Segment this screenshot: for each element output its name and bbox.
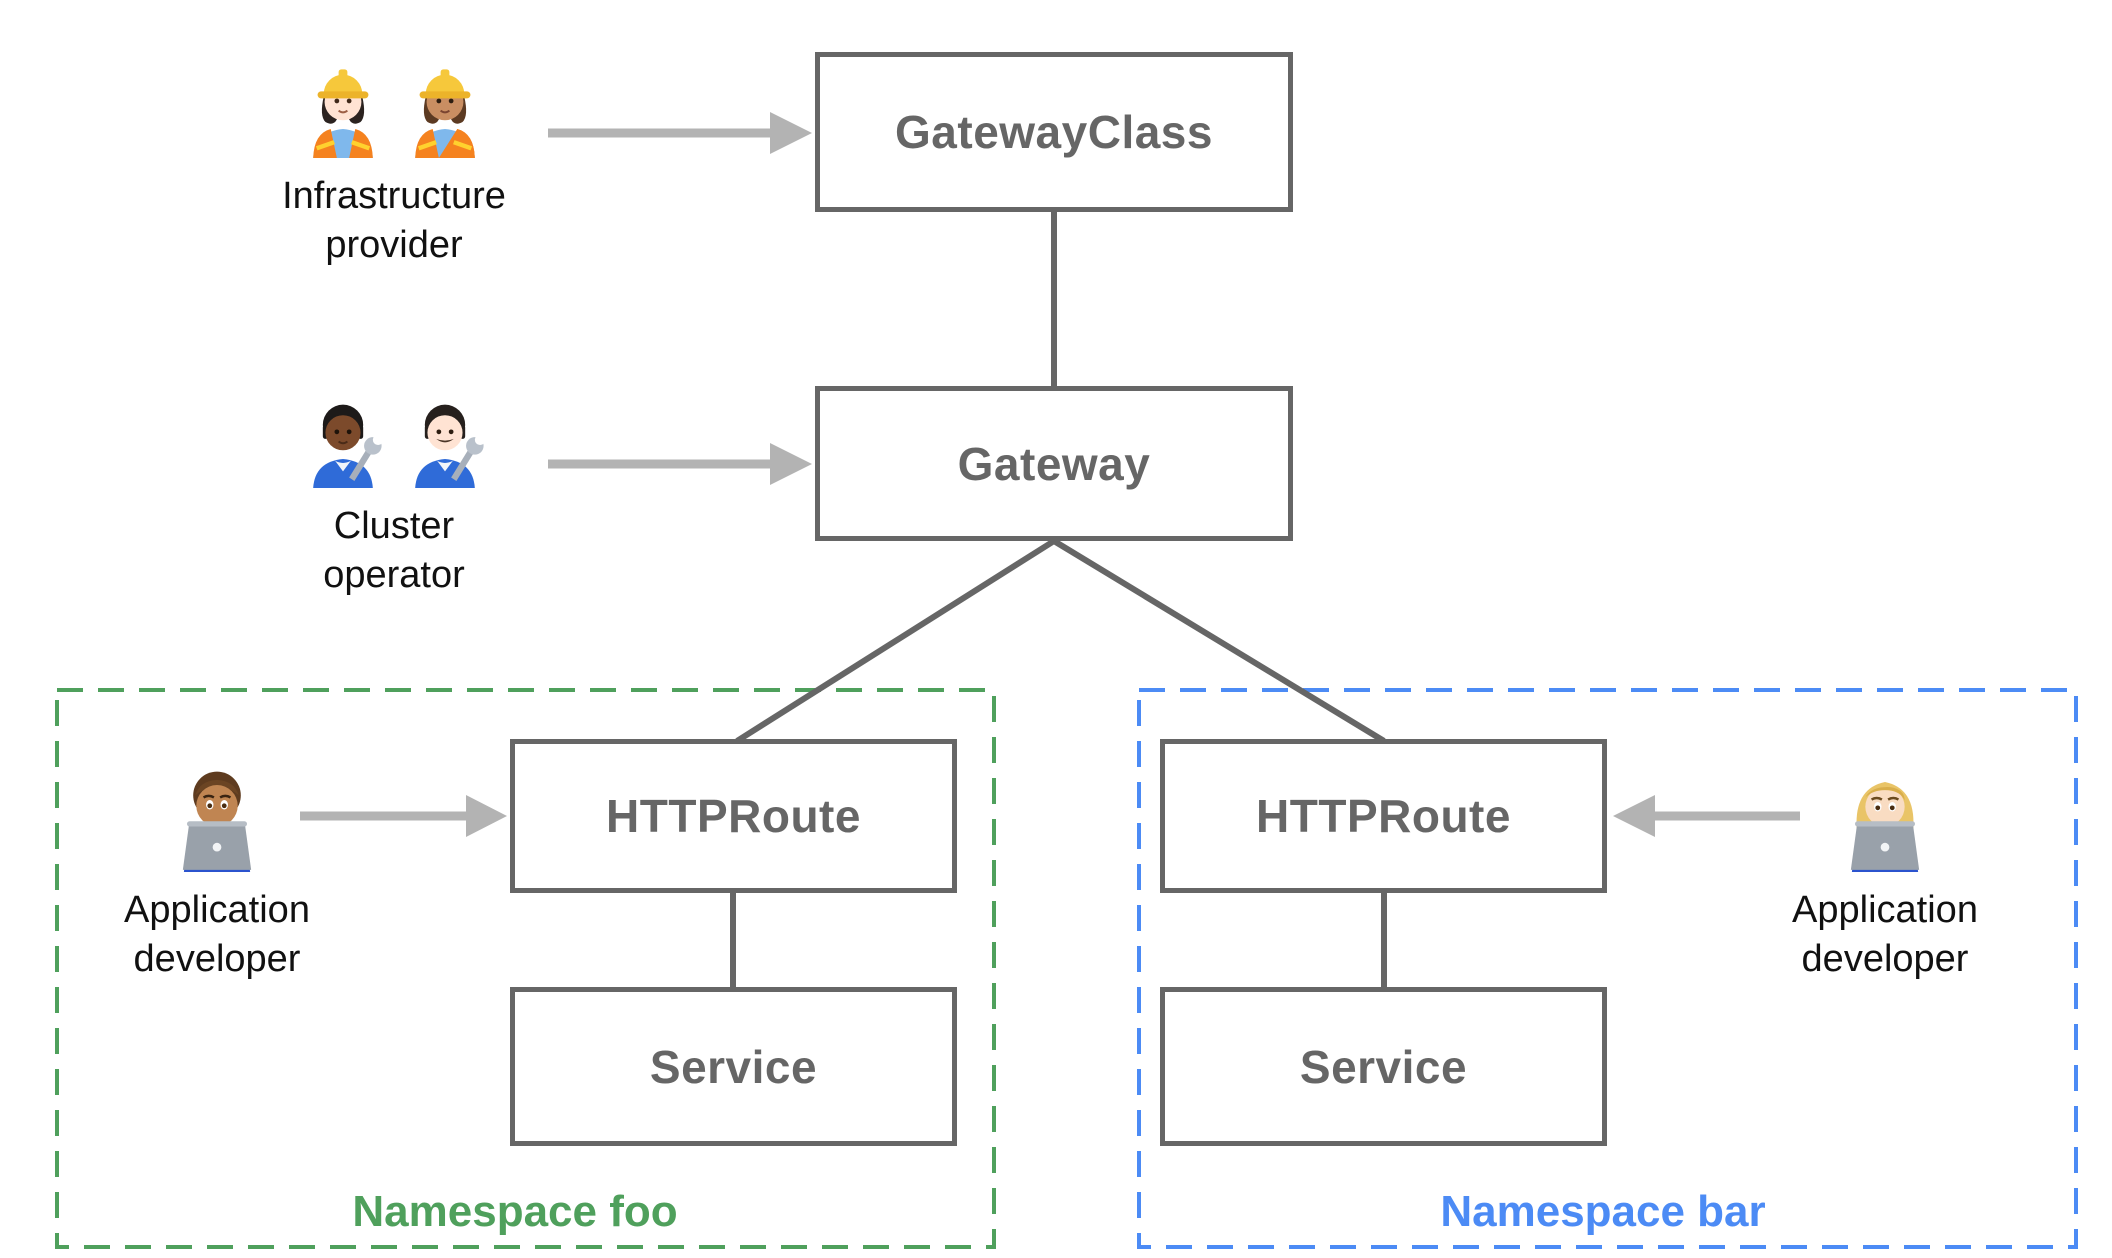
node-service-bar-label: Service — [1299, 1040, 1468, 1093]
persona-dev-foo-label-line2: developer — [133, 938, 301, 980]
node-httproute-bar: HTTPRoute — [1160, 739, 1607, 893]
node-service-foo: Service — [510, 987, 957, 1146]
namespace-foo-label: Namespace foo — [352, 1187, 678, 1236]
namespace-foo-boundary — [55, 688, 996, 1249]
persona-dev-foo-label-line1: Application — [124, 889, 310, 931]
mechanic-dark-skin-icon — [313, 404, 384, 488]
node-gateway-label: Gateway — [957, 437, 1151, 490]
woman-technologist-icon — [1850, 781, 1920, 872]
man-technologist-icon — [182, 771, 252, 872]
woman-construction-worker-light-skin-icon — [313, 69, 373, 158]
arrow-cluster-operator-to-gateway — [548, 443, 812, 485]
node-httproute-foo: HTTPRoute — [510, 739, 957, 893]
persona-application-developer-bar: Application developer — [1780, 754, 1990, 984]
persona-cluster-label-line1: Cluster — [333, 505, 455, 547]
node-httproute-bar-label: HTTPRoute — [1256, 790, 1511, 842]
persona-application-developer-foo: Application developer — [112, 754, 322, 984]
node-service-foo-label: Service — [649, 1040, 818, 1093]
edge-gateway-httproute-foo — [735, 538, 1056, 744]
woman-construction-worker-medium-skin-icon — [415, 69, 475, 158]
arrow-application-developer-to-httproute-foo — [300, 795, 507, 837]
persona-infra-label-line2: provider — [325, 224, 463, 266]
persona-cluster-operator: Cluster operator — [294, 388, 494, 600]
persona-infrastructure-provider: Infrastructure provider — [282, 58, 506, 270]
namespace-bar-label: Namespace bar — [1440, 1187, 1766, 1236]
persona-dev-bar-label-line1: Application — [1792, 889, 1978, 931]
node-gatewayclass: GatewayClass — [815, 52, 1293, 212]
arrow-application-developer-to-httproute-bar — [1613, 795, 1800, 837]
node-service-bar: Service — [1160, 987, 1607, 1146]
namespace-bar-boundary — [1137, 688, 2078, 1249]
man-mechanic-light-skin-icon — [415, 404, 486, 488]
arrow-infrastructure-provider-to-gatewayclass — [548, 112, 812, 154]
edge-gateway-httproute-bar — [1052, 538, 1386, 744]
persona-infra-label-line1: Infrastructure — [282, 175, 506, 217]
node-gatewayclass-label: GatewayClass — [895, 106, 1213, 158]
node-httproute-foo-label: HTTPRoute — [606, 790, 861, 842]
persona-cluster-label-line2: operator — [323, 554, 465, 596]
node-gateway: Gateway — [815, 386, 1293, 541]
persona-dev-bar-label-line2: developer — [1801, 938, 1969, 980]
